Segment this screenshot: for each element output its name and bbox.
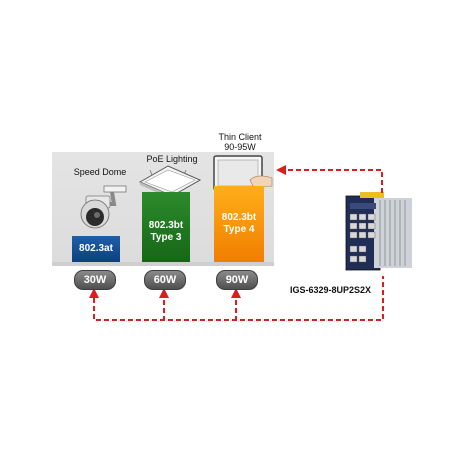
floor-strip	[52, 262, 274, 266]
industrial-switch-icon	[345, 192, 412, 271]
power-badge-30w: 30W	[74, 270, 116, 290]
standard-bar-802-3bt-type4: 802.3bt Type 4	[214, 186, 264, 262]
dashed-path-bottom	[93, 276, 384, 321]
arrow-up-90w	[231, 288, 241, 298]
standard-bar-802-3bt-type3: 802.3bt Type 3	[142, 192, 190, 262]
dashed-path-top	[280, 169, 383, 194]
arrow-left-thin-client	[276, 165, 286, 175]
standard-label-line2: Type 4	[223, 224, 255, 235]
arrow-heads	[89, 165, 286, 298]
standard-label-line2: Type 3	[150, 232, 182, 243]
poe-lighting-label: PoE Lighting	[146, 154, 198, 164]
thin-client-label: Thin Client 90-95W	[200, 132, 280, 152]
standard-label-line1: 802.3bt	[148, 220, 184, 231]
power-badge-90w: 90W	[216, 270, 258, 290]
standard-bar-802-3at: 802.3at	[72, 236, 120, 262]
thin-client-power-range: 90-95W	[224, 142, 256, 152]
standard-label: 802.3at	[79, 243, 113, 254]
power-badge-60w: 60W	[144, 270, 186, 290]
arrow-up-60w	[159, 288, 169, 298]
speed-dome-camera-icon	[80, 185, 127, 229]
thin-client-monitor-icon	[213, 155, 273, 191]
standard-label-line1: 802.3bt	[221, 212, 257, 223]
switch-model-label: IGS-6329-8UP2S2X	[290, 285, 372, 295]
thin-client-name: Thin Client	[218, 132, 262, 142]
speed-dome-label: Speed Dome	[73, 167, 127, 177]
arrow-up-30w	[89, 288, 99, 298]
